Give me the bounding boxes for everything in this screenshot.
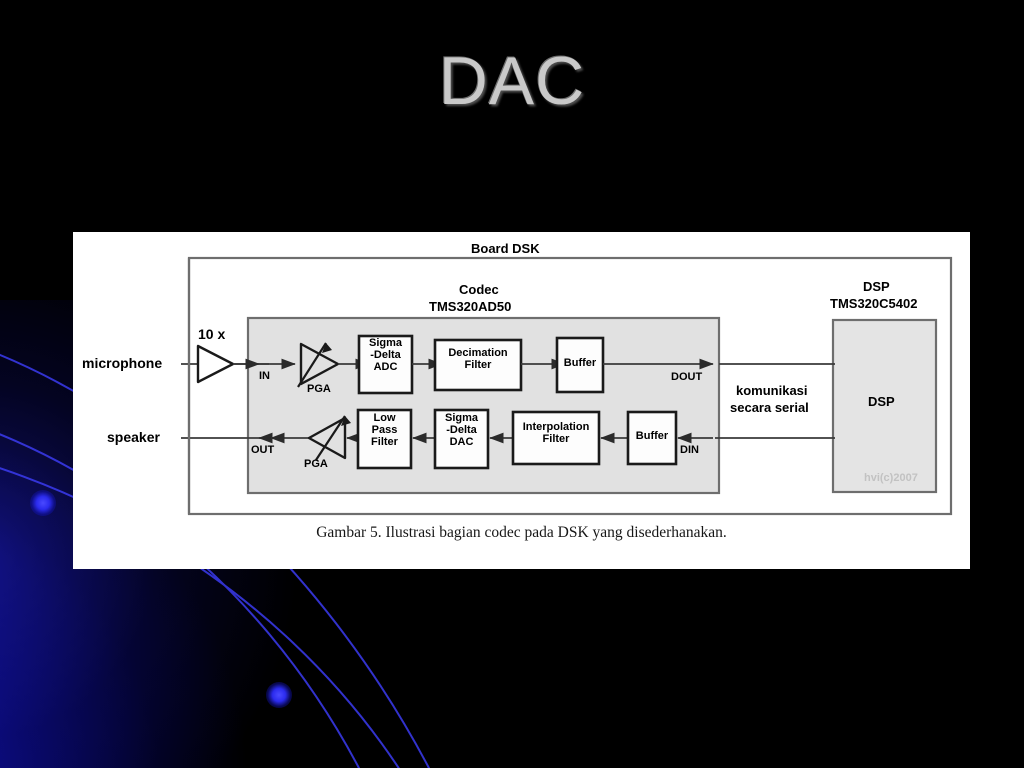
block-decimation-filter: Decimation Filter — [435, 347, 521, 372]
glow-dot-lower — [266, 682, 292, 708]
port-dout-label: DOUT — [671, 371, 703, 383]
block-line: Sigma — [368, 337, 402, 349]
port-out-label: OUT — [251, 444, 275, 456]
block-line: Buffer — [563, 357, 597, 369]
block-line: Pass — [371, 423, 398, 436]
block-buffer-dac: Buffer — [628, 430, 676, 443]
serial-label-line2: secara serial — [730, 400, 809, 415]
port-din-label: DIN — [680, 444, 699, 456]
block-line: Interpolation — [522, 421, 590, 433]
block-buffer-adc: Buffer — [557, 357, 603, 370]
dsp-label-line2: TMS320C5402 — [830, 296, 918, 311]
pga-top-label: PGA — [307, 383, 331, 395]
block-line: -Delta — [446, 423, 477, 436]
codec-label-line2: TMS320AD50 — [429, 299, 512, 314]
block-line: Buffer — [635, 430, 669, 442]
block-sigma-delta-adc: Sigma -Delta ADC — [359, 337, 412, 374]
dsp-label-line1: DSP — [863, 279, 890, 294]
block-line: Filter — [464, 358, 492, 371]
port-in-label: IN — [259, 370, 270, 382]
block-low-pass-filter: Low Pass Filter — [358, 412, 411, 449]
microphone-label: microphone — [82, 355, 163, 371]
block-interpolation-filter: Interpolation Filter — [513, 421, 599, 446]
block-sigma-delta-dac: Sigma -Delta DAC — [435, 412, 488, 449]
block-line: DAC — [449, 435, 474, 448]
figure-panel: Board DSK Codec TMS320AD50 DSP TMS320C54… — [73, 232, 970, 569]
watermark: hvi(c)2007 — [864, 472, 918, 484]
codec-block-diagram — [181, 256, 953, 516]
page-title: DAC — [438, 43, 586, 119]
codec-label-line1: Codec — [459, 282, 499, 297]
speaker-label: speaker — [107, 429, 160, 445]
glow-dot-upper — [30, 490, 56, 516]
block-line: Filter — [371, 435, 398, 448]
figure-caption: Gambar 5. Ilustrasi bagian codec pada DS… — [316, 524, 727, 541]
block-line: Decimation — [448, 347, 508, 359]
preamp-gain-label: 10 x — [198, 326, 226, 342]
pga-bottom-label: PGA — [304, 458, 328, 470]
serial-label-line1: komunikasi — [736, 383, 808, 398]
block-line: Sigma — [444, 412, 478, 424]
dsp-block-label: DSP — [868, 394, 895, 409]
block-line: Filter — [542, 432, 570, 445]
block-line: ADC — [373, 360, 398, 373]
board-label: Board DSK — [471, 241, 540, 256]
block-line: -Delta — [370, 348, 401, 361]
block-line: Low — [373, 412, 396, 424]
